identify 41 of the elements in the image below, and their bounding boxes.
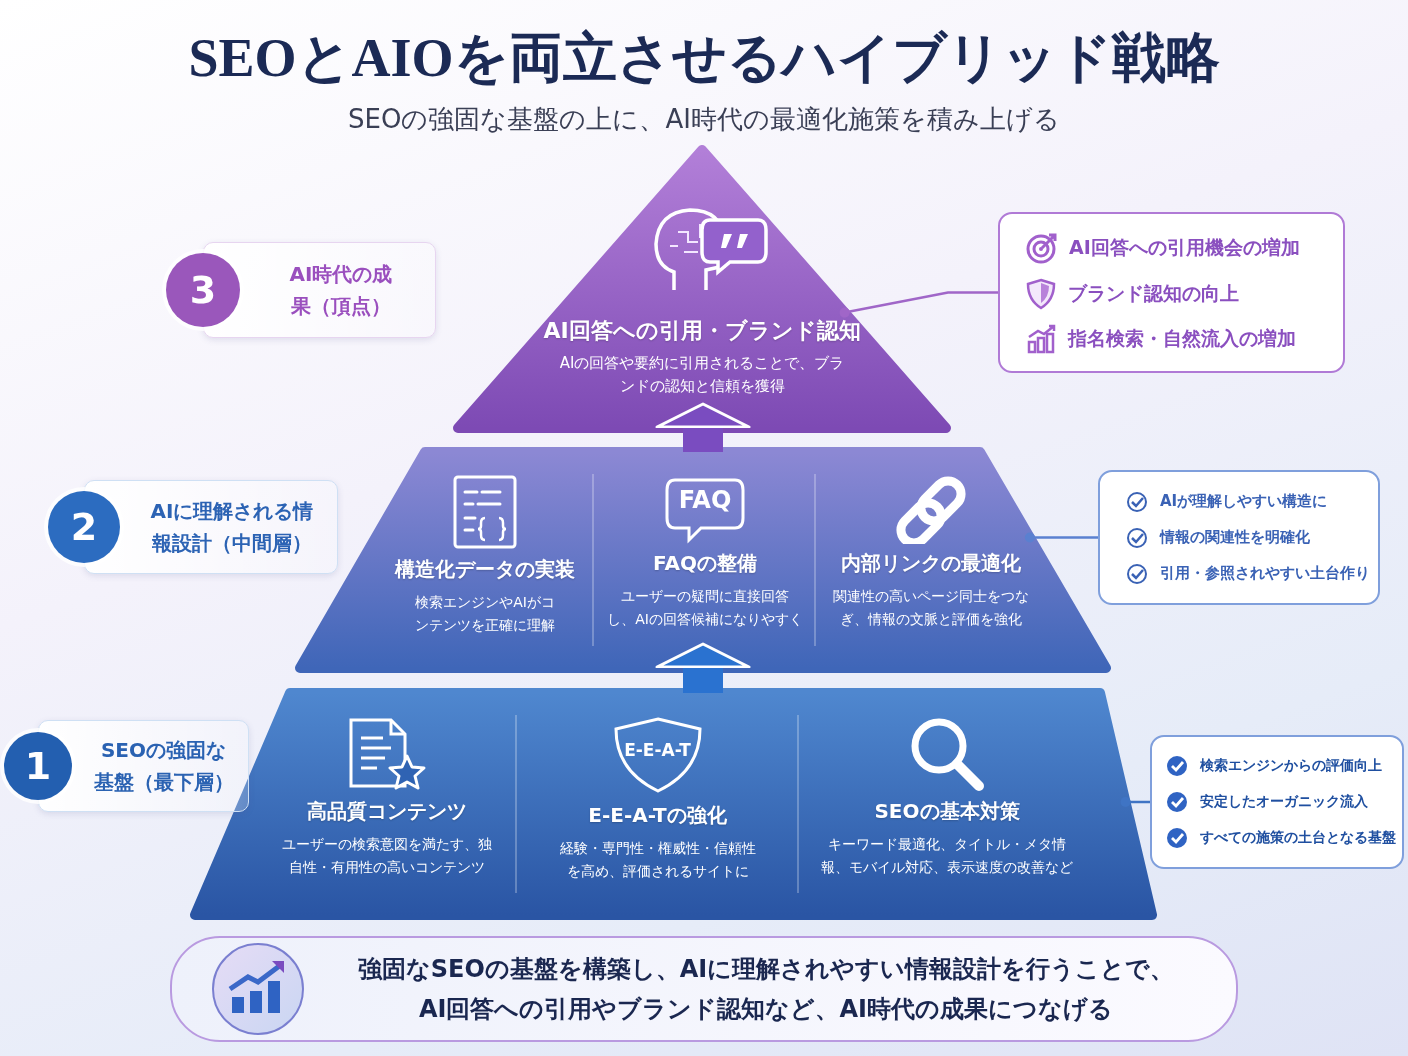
level-label: AIに理解される情報設計（中間層）	[149, 498, 315, 557]
tier-description: AIの回答や要約に引用されることで、ブランドの認知と信頼を獲得	[558, 353, 846, 397]
tier-heading: SEOの基本対策	[874, 798, 1020, 825]
benefit-text: 指名検索・自然流入の増加	[1068, 325, 1296, 351]
benefit-text: すべての施策の土台となる基盤	[1200, 829, 1396, 847]
benefit-text: 安定したオーガニック流入	[1200, 793, 1368, 811]
tier-heading: 構造化データの実装	[395, 556, 575, 583]
benefit-text: AI回答への引用機会の増加	[1069, 234, 1300, 260]
connector-line	[1120, 797, 1150, 807]
level-label: SEOの強固な基盤（最下層）	[92, 737, 235, 796]
tier-description: ユーザーの検索意図を満たす、独自性・有用性の高いコンテンツ	[281, 835, 493, 877]
callout-box	[1098, 470, 1380, 605]
benefit-text: 情報の関連性を明確化	[1160, 528, 1310, 547]
callout-box	[998, 212, 1345, 373]
icon-label: E-E-A-T	[623, 740, 692, 760]
benefit-text: 引用・参照されやすい土台作り	[1160, 564, 1370, 583]
tier-description: 関連性の高いページ同士をつなぎ、情報の文脈と評価を強化	[831, 587, 1030, 629]
callout-box	[1150, 735, 1404, 869]
title: SEOとAIOを両立させるハイブリッド戦略	[187, 27, 1221, 90]
subtitle: SEOの強固な基盤の上に、AI時代の最適化施策を積み上げる	[347, 103, 1061, 136]
summary-text: 強固なSEOの基盤を構築し、AIに理解されやすい情報設計を行うことで、AI回答への引用やブランド認知など、AI時代の成果につなげる	[356, 954, 1176, 1025]
level-number: 3	[166, 253, 240, 327]
tier-heading: 内部リンクの最適化	[840, 550, 1021, 577]
tier-description: 検索エンジンやAIがコンテンツを正確に理解	[414, 593, 556, 635]
benefit-text: ブランド認知の向上	[1068, 280, 1239, 306]
benefit-text: 検索エンジンからの評価向上	[1200, 757, 1382, 775]
icon-label: FAQ	[677, 486, 733, 514]
level-label: AI時代の成果（頂点）	[288, 261, 394, 320]
tier-description: ユーザーの疑問に直接回答し、AIの回答候補になりやすく	[606, 587, 804, 629]
benefit-text: AIが理解しやすい構造に	[1160, 492, 1328, 511]
tier-description: 経験・専門性・権威性・信頼性を高め、評価されるサイトに	[558, 839, 757, 881]
up-arrow	[655, 642, 751, 693]
connector-line	[1024, 532, 1098, 543]
tier-heading: FAQの整備	[653, 550, 757, 577]
tier-description: キーワード最適化、タイトル・メタ情報、モバイル対応、表示速度の改善など	[820, 835, 1074, 877]
connector-line	[839, 291, 998, 318]
up-arrow	[655, 402, 751, 452]
tier-heading: E-E-A-Tの強化	[588, 802, 727, 829]
level-number: 2	[48, 491, 120, 563]
tier-heading: AI回答への引用・ブランド認知	[542, 317, 862, 345]
tier-heading: 高品質コンテンツ	[307, 798, 467, 825]
